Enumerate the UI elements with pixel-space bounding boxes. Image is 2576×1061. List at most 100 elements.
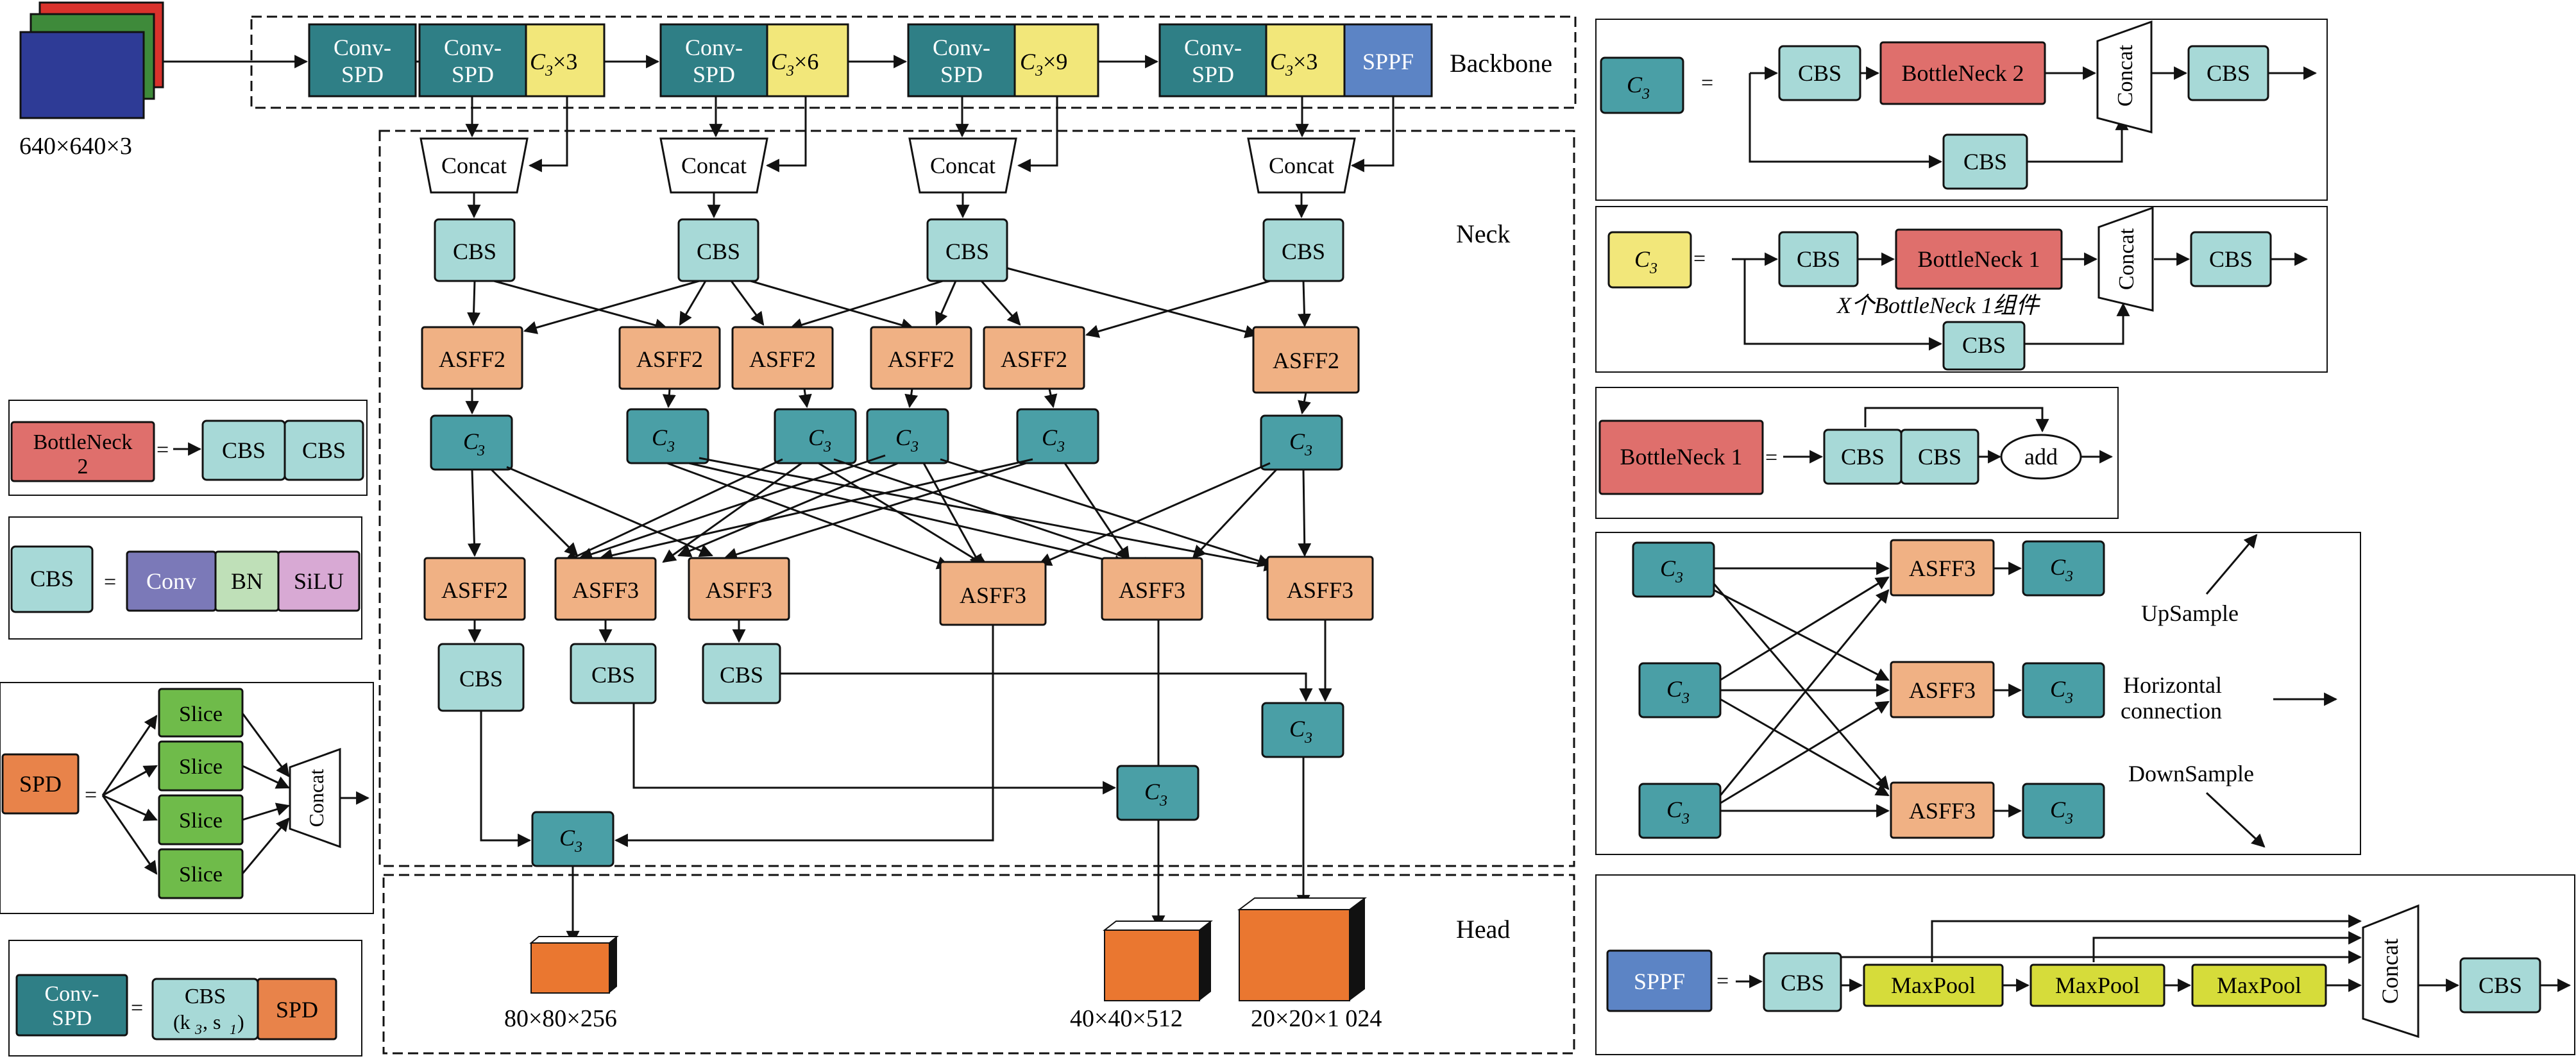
svg-text:SPD: SPD: [1192, 62, 1234, 87]
svg-text:ASFF3: ASFF3: [572, 577, 639, 603]
svg-text:3: 3: [1649, 260, 1657, 277]
svg-text:=: =: [131, 996, 143, 1020]
svg-text:3: 3: [666, 439, 675, 455]
neck-asff2-1: ASFF2: [421, 326, 523, 390]
neck-cbs-4: CBS: [1262, 218, 1344, 282]
legend-convspd-box: Conv- SPD: [15, 974, 128, 1037]
legend-c3-cbs-2: CBS: [2187, 45, 2269, 101]
neck-concat-1: Concat: [419, 137, 529, 194]
head-output-2-label: 40×40×512: [1070, 1005, 1183, 1032]
svg-text:CBS: CBS: [1963, 149, 2007, 174]
input-image-stack: [19, 1, 164, 119]
svg-text:CBS: CBS: [1962, 332, 2006, 358]
head-label: Head: [1456, 915, 1510, 944]
legend-slice-4: Slice: [158, 848, 244, 899]
legend-slice-3: Slice: [158, 794, 244, 845]
legend-asff3-1: ASFF3: [1890, 539, 1995, 597]
legend-sppf-frame: [1595, 874, 2575, 1055]
svg-text:C: C: [1042, 425, 1058, 450]
svg-text:ASFF2: ASFF2: [749, 346, 816, 372]
legend-bottleneck2-cbs-2: CBS: [284, 420, 364, 481]
legend-bn-box: BN: [214, 550, 280, 612]
svg-text:Conv-: Conv-: [45, 982, 99, 1006]
svg-text:ASFF2: ASFF2: [888, 346, 954, 372]
svg-text:Concat: Concat: [930, 153, 996, 178]
svg-text:ASFF3: ASFF3: [1909, 556, 1976, 581]
svg-text:ASFF2: ASFF2: [1273, 348, 1339, 373]
legend-sppf-cbs-1: CBS: [1763, 952, 1842, 1012]
svg-text:C: C: [463, 429, 479, 454]
svg-text:CBS: CBS: [1841, 444, 1885, 470]
svg-text:CBS: CBS: [1781, 970, 1824, 996]
svg-text:BN: BN: [231, 568, 263, 594]
legend-asff3-2: ASFF3: [1890, 661, 1995, 718]
svg-text:3: 3: [2065, 811, 2073, 828]
legend-bottleneck1-box: BottleNeck 1: [1598, 420, 1764, 495]
svg-text:C: C: [1666, 676, 1682, 702]
legend-downsample-label: DownSample: [2128, 761, 2254, 786]
legend-c3b-concat: Concat: [2097, 206, 2154, 312]
svg-text:2: 2: [78, 455, 89, 479]
svg-text:ASFF2: ASFF2: [439, 346, 505, 372]
backbone-sppf: SPPF: [1343, 23, 1433, 98]
svg-text:C: C: [2050, 797, 2066, 822]
svg-text:3: 3: [1681, 690, 1690, 707]
svg-text:3: 3: [1304, 730, 1312, 747]
svg-text:ASFF3: ASFF3: [706, 577, 772, 603]
svg-text:3: 3: [2065, 690, 2073, 707]
svg-text:BottleNeck 2: BottleNeck 2: [1902, 60, 2024, 86]
legend-sppf-maxpool-1: MaxPool: [1863, 963, 2004, 1007]
legend-sppf-maxpool-2: MaxPool: [2029, 963, 2165, 1007]
neck-asff2-7: ASFF2: [423, 557, 526, 621]
head-output-3-cube: [1237, 897, 1367, 1001]
svg-text:CBS: CBS: [591, 662, 635, 688]
svg-text:SPPF: SPPF: [1634, 969, 1685, 994]
svg-text:ASFF3: ASFF3: [1909, 677, 1976, 703]
svg-text:3: 3: [1641, 86, 1650, 103]
svg-text:Conv-: Conv-: [933, 35, 990, 60]
svg-text:SPD: SPD: [341, 62, 384, 87]
backbone-conv-spd-1: Conv- SPD: [308, 23, 417, 98]
backbone-conv-spd-2: Conv- SPD: [418, 23, 527, 98]
svg-text:C: C: [1289, 716, 1305, 742]
svg-text:3: 3: [910, 439, 919, 455]
head-output-1-cube: [529, 936, 619, 994]
svg-text:MaxPool: MaxPool: [2217, 972, 2301, 998]
svg-text:C: C: [808, 425, 824, 450]
legend-spd-box: SPD: [1, 753, 80, 815]
neck-cbs-6: CBS: [570, 643, 657, 704]
neck-asff3-3: ASFF3: [939, 561, 1047, 626]
svg-text:Concat: Concat: [2377, 938, 2403, 1004]
svg-text:C: C: [559, 825, 575, 851]
svg-text:=: =: [1693, 247, 1706, 271]
legend-c3-bn1-frame: [1595, 206, 2328, 373]
legend-bn1-cbs-2: CBS: [1900, 429, 1979, 485]
head-output-1-label: 80×80×256: [504, 1005, 617, 1032]
svg-text:CBS: CBS: [185, 985, 226, 1008]
svg-text:, s: , s: [203, 1010, 221, 1033]
neck-asff2-2: ASFF2: [618, 326, 721, 390]
svg-text:3: 3: [1681, 811, 1690, 828]
neck-concat-2: Concat: [659, 137, 768, 194]
backbone-conv-spd-5: Conv- SPD: [1158, 23, 1267, 98]
svg-text:MaxPool: MaxPool: [1891, 972, 1976, 998]
svg-text:ASFF2: ASFF2: [1001, 346, 1067, 372]
svg-text:Slice: Slice: [179, 702, 223, 726]
legend-add-node: add: [2000, 434, 2082, 480]
legend-sppf-box: SPPF: [1606, 949, 1713, 1012]
svg-text:SPD: SPD: [276, 997, 318, 1023]
svg-text:CBS: CBS: [945, 239, 989, 264]
legend-asff-frame: [1595, 532, 2361, 855]
neck-asff2-5: ASFF2: [983, 326, 1085, 390]
legend-sppf-cbs-2: CBS: [2459, 957, 2541, 1014]
